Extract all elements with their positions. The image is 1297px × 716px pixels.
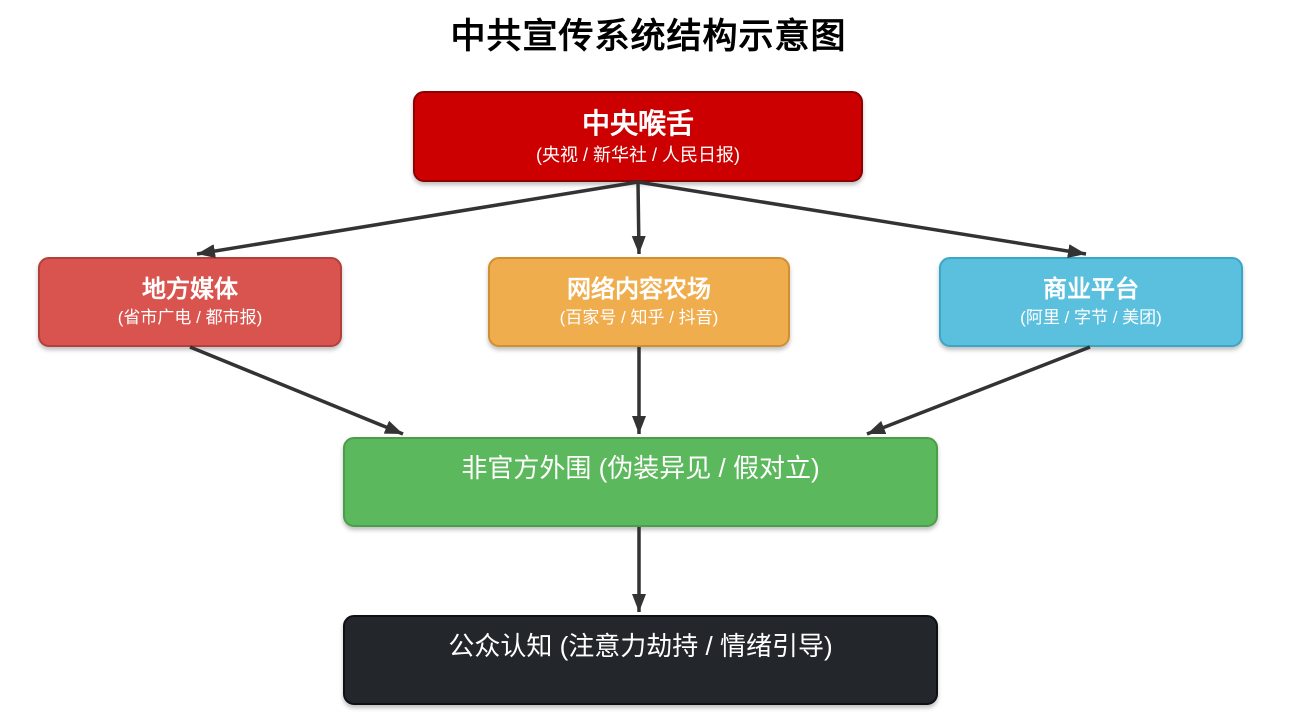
node-central-mouthpiece: 中央喉舌 (央视 / 新华社 / 人民日报) [413,91,863,182]
node-public-title: 公众认知 (注意力劫持 / 情绪引导) [448,631,833,662]
node-farm-subtitle: (百家号 / 知乎 / 抖音) [559,307,719,327]
node-local-media: 地方媒体 (省市广电 / 都市报) [38,257,342,347]
node-central-subtitle: (央视 / 新华社 / 人民日报) [536,145,740,166]
diagram-title: 中共宣传系统结构示意图 [450,17,847,56]
arrow-central-to-local [196,180,639,259]
arrow-local-to-unofficial [189,345,404,436]
node-local-subtitle: (省市广电 / 都市报) [117,307,263,327]
arrow-commercial-to-unofficial [866,345,1091,436]
node-local-title: 地方媒体 [142,276,238,304]
node-commercial-subtitle: (阿里 / 字节 / 美团) [1020,307,1162,327]
node-content-farm: 网络内容农场 (百家号 / 知乎 / 抖音) [488,257,790,347]
node-central-title: 中央喉舌 [581,108,694,140]
node-unofficial-title: 非官方外围 (伪装异见 / 假对立) [461,453,820,484]
node-commercial-title: 商业平台 [1043,276,1139,304]
arrow-central-to-farm [631,181,646,255]
arrow-central-to-commercial [637,180,1087,259]
node-commercial-platforms: 商业平台 (阿里 / 字节 / 美团) [939,257,1243,347]
node-unofficial-periphery: 非官方外围 (伪装异见 / 假对立) [343,437,938,527]
node-farm-title: 网络内容农场 [567,276,711,304]
node-public-perception: 公众认知 (注意力劫持 / 情绪引导) [343,615,938,705]
